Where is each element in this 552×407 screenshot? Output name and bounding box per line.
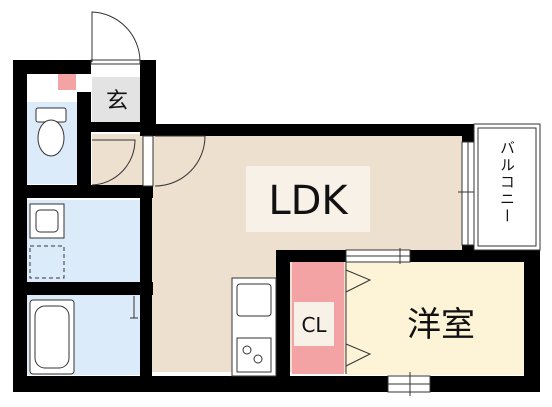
shoe-box [58,74,76,90]
bath-door-line [130,296,138,319]
bathtub-fixture [29,299,75,375]
balcony-label: バルコニー [498,140,516,225]
closet-label: CL [301,313,327,337]
balcony-area [473,123,541,251]
western-room-label: 洋室 [407,305,475,345]
toilet-fixture [35,107,67,157]
ldk-label-bg [246,166,370,232]
hall-door [91,139,136,186]
closet-label-bg [294,302,334,346]
entrance-label: 玄 [106,89,128,114]
closet-doors [345,262,372,374]
western-room-door [345,248,411,264]
ldk-label: LDK [268,178,349,224]
kitchen-counter [231,277,277,377]
walls [13,60,540,392]
entrance-label-bg [98,82,136,118]
bottom-window [387,372,431,396]
hall-floor [92,134,152,186]
entrance-door [90,11,141,65]
ldk-door [142,135,206,187]
washbasin-fixture [29,203,65,279]
western-label-bg [384,294,498,350]
